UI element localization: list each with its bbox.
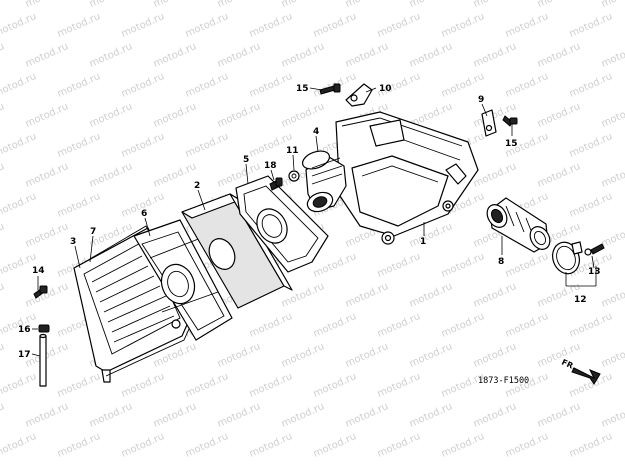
callout-1: 1 bbox=[420, 237, 426, 247]
callout-3: 3 bbox=[70, 237, 76, 247]
callout-8: 8 bbox=[498, 257, 504, 267]
callout-labels: 1 2 3 4 5 6 7 8 9 10 11 12 13 14 15 15 1… bbox=[18, 84, 601, 360]
callout-14: 14 bbox=[32, 266, 45, 276]
part-housing-gasket bbox=[235, 175, 329, 273]
callout-17: 17 bbox=[18, 350, 31, 360]
part-bracket bbox=[345, 83, 373, 107]
part-bolt-18 bbox=[269, 177, 283, 191]
part-drain-cap-16 bbox=[38, 324, 50, 333]
callout-6: 6 bbox=[141, 209, 147, 219]
diagram-code: 1873-F1500 bbox=[478, 376, 529, 386]
part-connecting-tube bbox=[486, 197, 551, 253]
part-clamp-screw bbox=[584, 243, 605, 256]
callout-11: 11 bbox=[286, 146, 299, 156]
callout-16: 16 bbox=[18, 325, 31, 335]
part-element-holder bbox=[133, 219, 233, 341]
part-drain-tube-17 bbox=[39, 333, 47, 387]
part-nut-11 bbox=[288, 170, 300, 182]
callout-13: 13 bbox=[588, 267, 601, 277]
part-air-cleaner-housing bbox=[335, 111, 479, 245]
callout-15-top: 15 bbox=[296, 84, 309, 94]
front-direction-arrow: FR. bbox=[560, 358, 601, 385]
part-stay-plate bbox=[481, 109, 497, 137]
callout-5: 5 bbox=[243, 155, 249, 165]
callout-12: 12 bbox=[574, 295, 587, 305]
part-screw-14 bbox=[33, 285, 48, 299]
callout-10: 10 bbox=[379, 84, 392, 94]
part-bolt-15-top bbox=[319, 83, 341, 95]
part-inlet-duct bbox=[301, 150, 347, 213]
callout-18: 18 bbox=[264, 161, 277, 171]
callout-4: 4 bbox=[313, 127, 319, 137]
callout-9: 9 bbox=[478, 95, 484, 105]
part-bolt-15-right bbox=[502, 115, 518, 127]
leader-lines bbox=[31, 87, 597, 357]
part-hose-clamp bbox=[552, 241, 583, 275]
callout-7: 7 bbox=[90, 227, 96, 237]
callout-15-right: 15 bbox=[505, 139, 518, 149]
callout-2: 2 bbox=[194, 181, 200, 191]
